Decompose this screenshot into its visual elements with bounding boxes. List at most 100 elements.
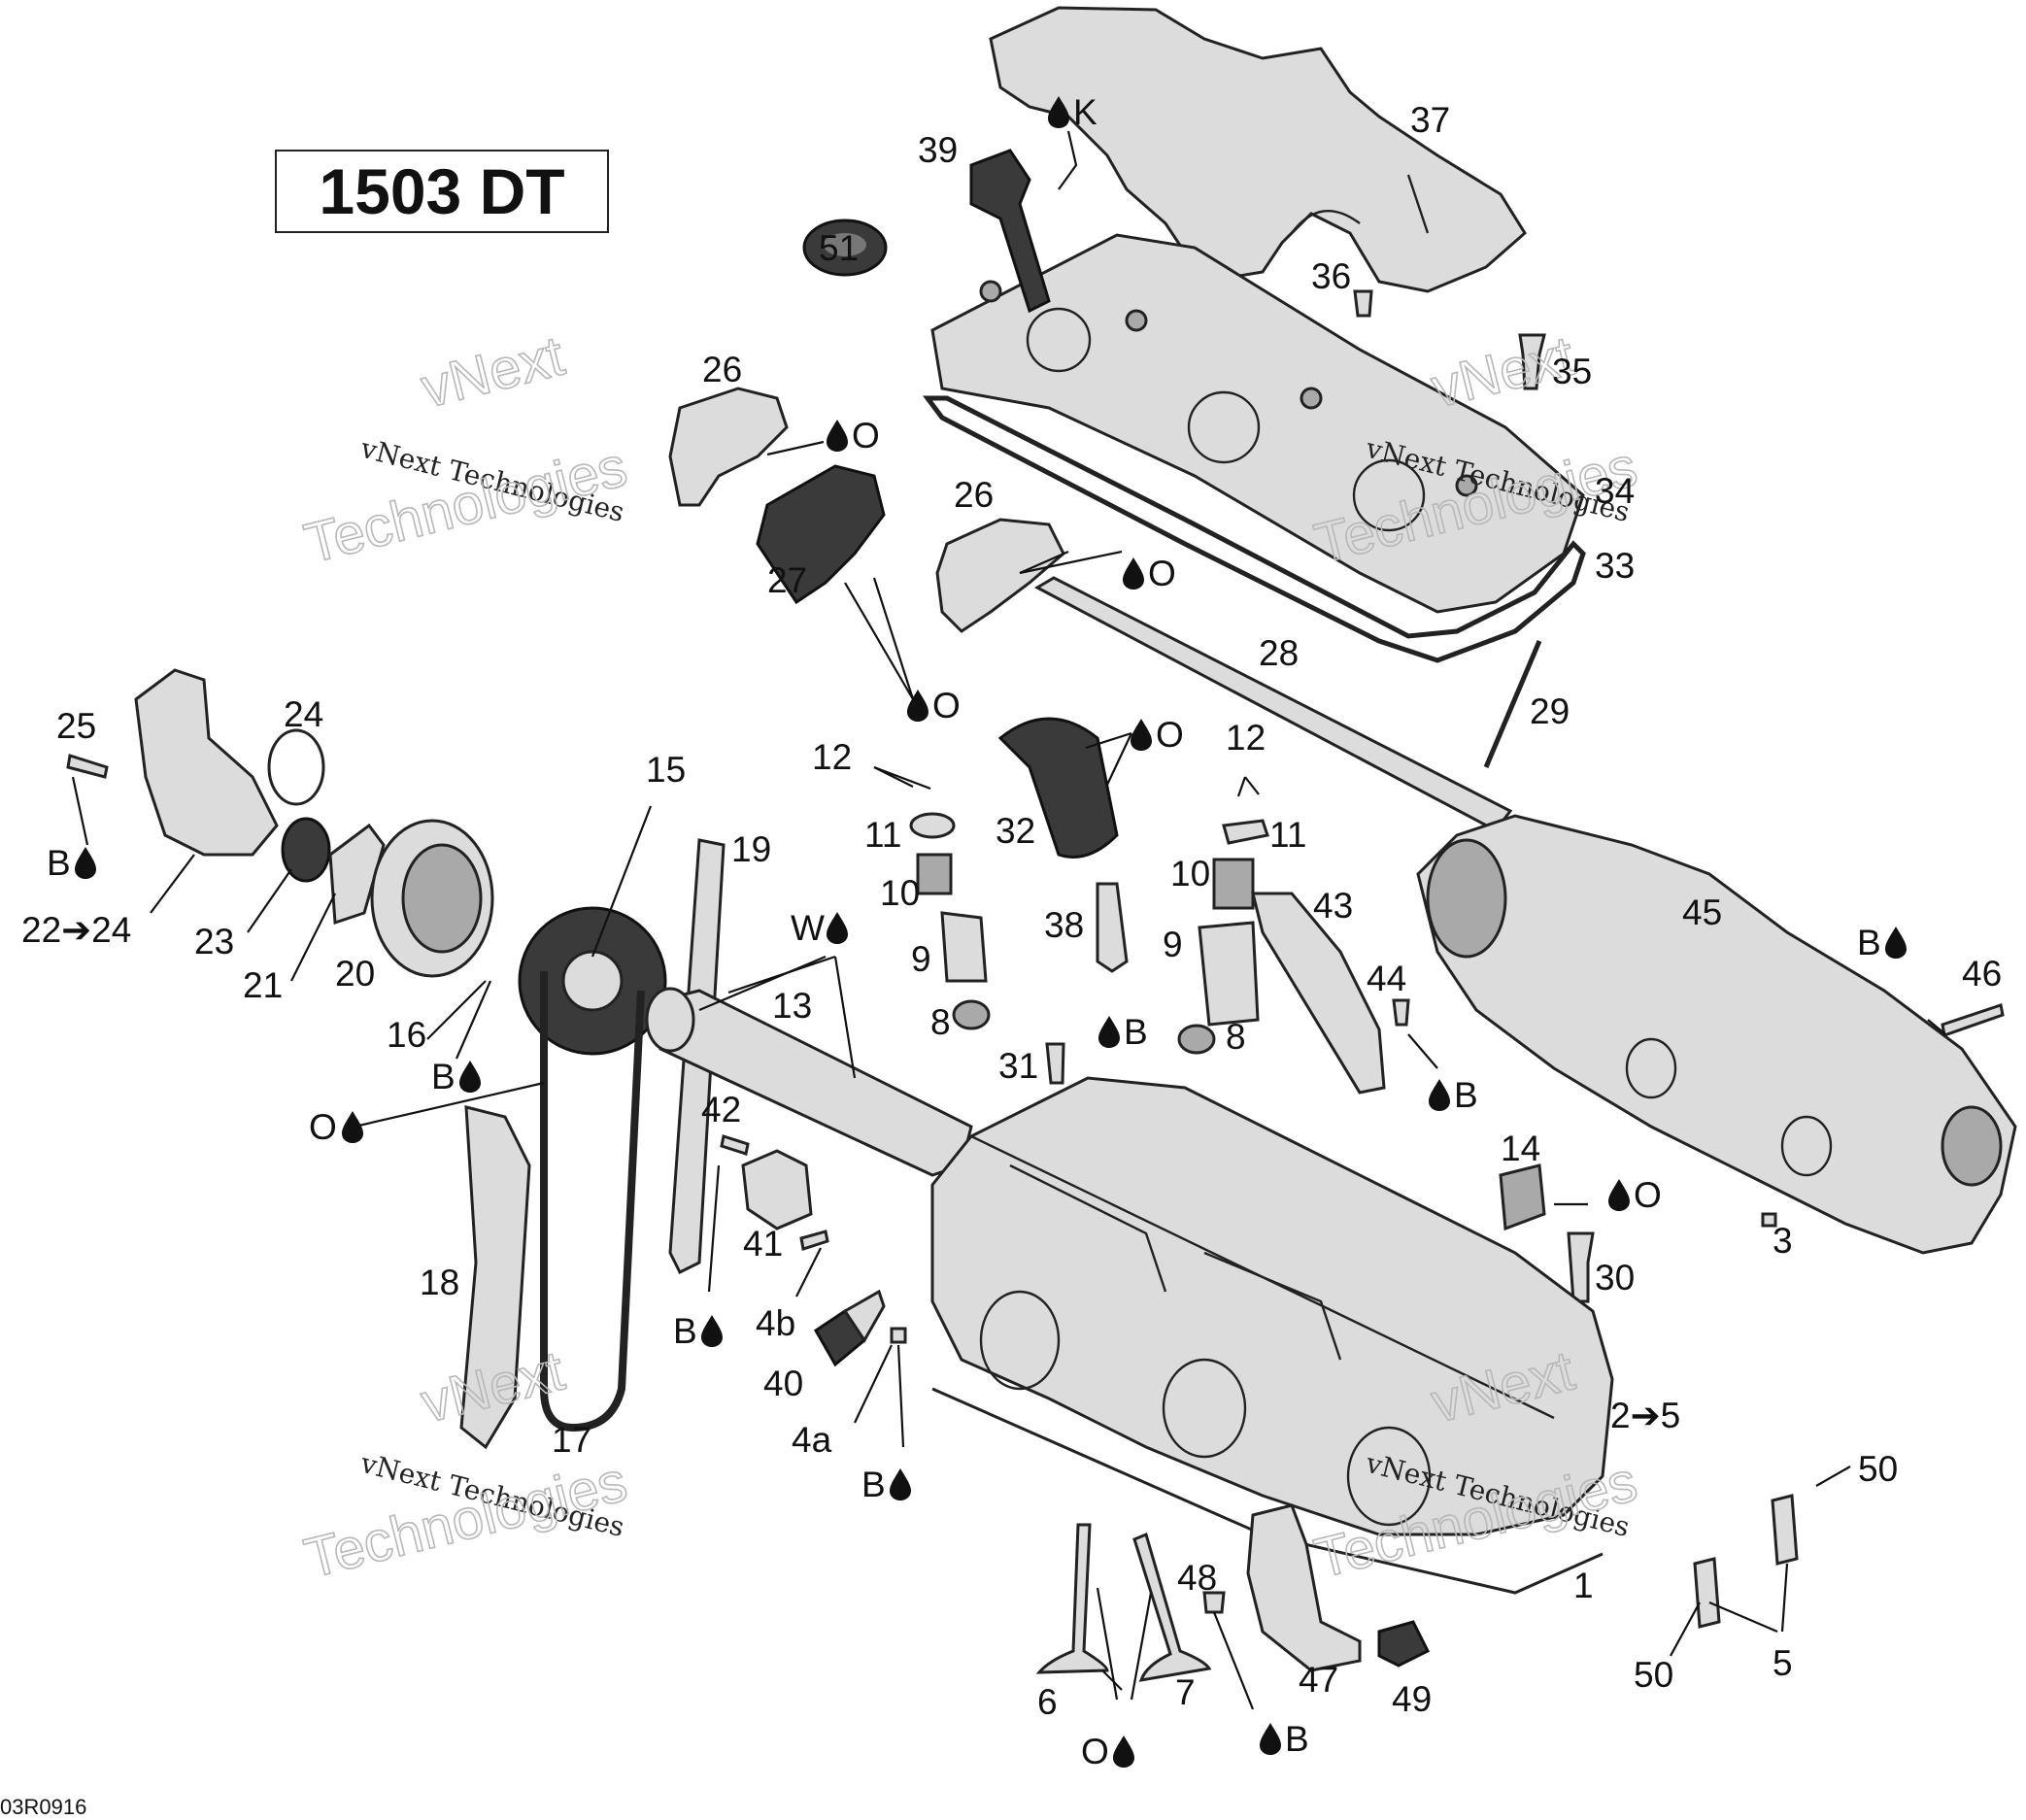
label-21: 21	[243, 965, 283, 1005]
lube-drop-icon	[1260, 1723, 1281, 1755]
label-3: 3	[1773, 1221, 1793, 1261]
label-25: 25	[56, 706, 96, 746]
label-4b: 4b	[756, 1303, 795, 1343]
label-10-right: 10	[1170, 854, 1210, 893]
label-24: 24	[284, 694, 323, 734]
svg-text:B: B	[673, 1311, 697, 1351]
label-41: 41	[743, 1224, 783, 1264]
label-28: 28	[1259, 633, 1299, 673]
callout-oil-tube-32: O	[1131, 715, 1184, 755]
label-49: 49	[1392, 1679, 1432, 1719]
rocker-arm-lower	[935, 518, 1065, 633]
label-6: 6	[1037, 1682, 1058, 1722]
callout-k-39: K	[1048, 92, 1097, 132]
callout-oil-rocker-middle: O	[1123, 554, 1176, 593]
svg-text:O: O	[1634, 1175, 1662, 1215]
label-2-to-5: 2➔5	[1610, 1396, 1680, 1435]
lube-drop-icon	[890, 1468, 911, 1500]
label-13: 13	[772, 986, 812, 1026]
oil-drop-icon	[827, 420, 848, 452]
label-39: 39	[918, 130, 958, 170]
label-34: 34	[1595, 471, 1635, 511]
label-31: 31	[998, 1046, 1038, 1086]
label-36: 36	[1311, 256, 1351, 296]
svg-text:B: B	[1124, 1012, 1148, 1052]
label-11-right: 11	[1269, 815, 1306, 855]
callout-b-4a: B	[861, 1465, 911, 1504]
svg-text:O: O	[1156, 715, 1184, 755]
lube-drop-icon	[459, 1061, 481, 1093]
callout-b-16: B	[431, 1057, 481, 1096]
label-17: 17	[552, 1420, 591, 1460]
label-8-left: 8	[930, 1002, 951, 1042]
label-47: 47	[1299, 1660, 1338, 1700]
oil-drop-icon	[1608, 1179, 1630, 1211]
svg-text:O: O	[1081, 1732, 1109, 1771]
svg-text:O: O	[1148, 554, 1176, 593]
svg-text:Technologies: Technologies	[298, 435, 632, 576]
callout-oil-rocker-top: O	[827, 416, 880, 455]
oil-drop-icon	[1113, 1736, 1134, 1768]
svg-text:B: B	[1857, 923, 1881, 962]
label-10-left: 10	[880, 873, 920, 913]
label-9-left: 9	[911, 939, 931, 979]
label-38: 38	[1044, 905, 1084, 945]
label-16: 16	[387, 1015, 426, 1055]
label-35: 35	[1552, 352, 1592, 391]
rocker-shaft	[1033, 576, 1513, 832]
engine-cover	[989, 6, 1527, 293]
label-33: 33	[1595, 546, 1635, 586]
label-46: 46	[1962, 954, 2002, 994]
label-14: 14	[1501, 1129, 1540, 1168]
oil-drop-icon	[342, 1111, 363, 1143]
label-23: 23	[194, 922, 234, 961]
leader-lines	[71, 130, 1946, 1710]
cylinder-head	[930, 1076, 1614, 1536]
label-45: 45	[1682, 893, 1722, 932]
label-9-right: 9	[1163, 925, 1183, 964]
callout-b-44: B	[1429, 1075, 1478, 1115]
diagram-title: 1503 DT	[275, 150, 609, 233]
label-44: 44	[1367, 959, 1406, 998]
label-22-to-24: 22➔24	[21, 910, 131, 950]
exhaust-valve	[1132, 1532, 1212, 1682]
label-43: 43	[1313, 886, 1353, 926]
label-30: 30	[1595, 1258, 1635, 1298]
callout-b-48: B	[1260, 1719, 1309, 1759]
label-26-middle: 26	[954, 475, 994, 515]
rocker-arm-upper	[668, 387, 789, 507]
lube-drop-icon	[1098, 1016, 1120, 1048]
callout-oil-plate-14: O	[1608, 1175, 1662, 1215]
label-19: 19	[731, 829, 771, 869]
label-51: 51	[819, 228, 859, 268]
label-12-right: 12	[1226, 718, 1266, 758]
label-50-left: 50	[1634, 1655, 1673, 1695]
svg-text:B: B	[1454, 1075, 1478, 1115]
oil-drop-icon	[1123, 557, 1144, 590]
svg-text:B: B	[861, 1465, 886, 1504]
breather-tube	[969, 149, 1051, 314]
part-labels: 1 2➔5 3 4a 4b 5 6 7 8 8 9 9 10 10 11 11 …	[21, 100, 2002, 1722]
pump-housing	[134, 668, 279, 857]
lube-drop-icon	[827, 912, 848, 944]
lube-drop-icon	[75, 847, 96, 879]
label-8-right: 8	[1226, 1017, 1246, 1057]
label-50-right: 50	[1858, 1449, 1898, 1489]
label-32: 32	[996, 811, 1035, 851]
callout-oil-valves: O	[1081, 1732, 1134, 1771]
label-26-top: 26	[702, 350, 742, 389]
callout-w-13: W	[791, 908, 848, 948]
svg-text:O: O	[932, 686, 961, 725]
label-42: 42	[701, 1090, 741, 1129]
label-1: 1	[1573, 1566, 1594, 1605]
lube-drop-icon	[1885, 927, 1907, 959]
label-12-left: 12	[812, 737, 852, 777]
oil-drop-icon	[1131, 719, 1152, 751]
label-37: 37	[1410, 100, 1450, 140]
label-27: 27	[767, 560, 807, 600]
label-7: 7	[1175, 1672, 1196, 1712]
label-20: 20	[335, 954, 375, 994]
label-11-left: 11	[864, 815, 901, 855]
label-4a: 4a	[792, 1420, 832, 1460]
